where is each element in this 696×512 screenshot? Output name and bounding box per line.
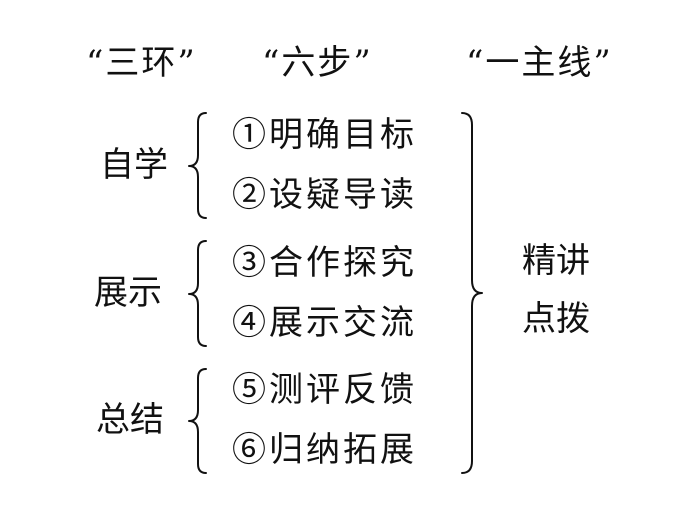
step-5: ⑤测评反馈 [232, 370, 417, 410]
header-three-rings: “三环” [86, 43, 197, 83]
step-4: ④展示交流 [232, 303, 417, 343]
header-one-mainline: “一主线” [466, 43, 613, 83]
header-six-steps: “六步” [262, 43, 373, 83]
left-brace-summary [188, 368, 207, 474]
right-brace-mainline [461, 112, 483, 474]
group-label-display: 展示 [94, 273, 162, 313]
group-label-summary: 总结 [96, 400, 164, 440]
step-6: ⑥归纳拓展 [232, 430, 417, 470]
mainline-text-line2: 点拨 [522, 299, 590, 339]
step-3: ③合作探究 [232, 243, 417, 283]
group-label-self-study: 自学 [100, 145, 168, 185]
left-brace-self-study [188, 112, 207, 219]
step-2: ②设疑导读 [232, 175, 417, 215]
step-1: ①明确目标 [232, 115, 417, 155]
mainline-text-line1: 精讲 [522, 241, 590, 281]
left-brace-display [188, 240, 207, 347]
